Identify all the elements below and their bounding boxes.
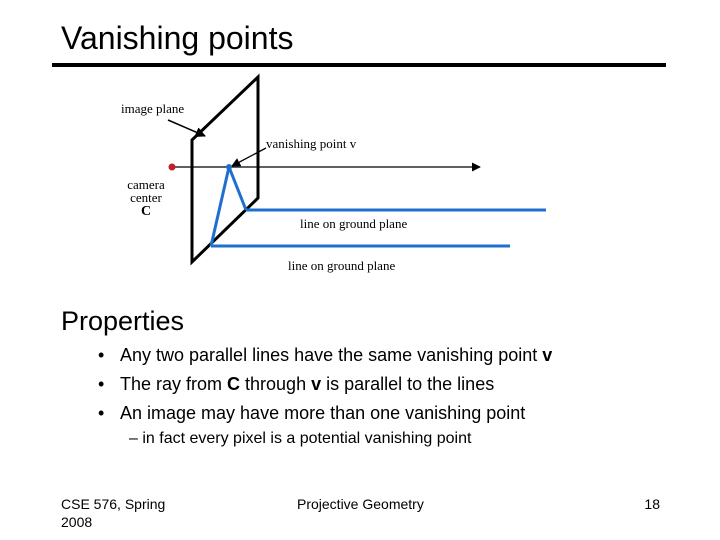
ground-line-label-2: line on ground plane [288, 258, 396, 273]
bullet-text: through [240, 374, 312, 394]
bullet-bold: C [227, 374, 241, 394]
footer-course: CSE 576, Spring 2008 [61, 495, 165, 531]
section-heading: Properties [61, 306, 185, 336]
slide-title: Vanishing points [61, 20, 294, 56]
footer-topic: Projective Geometry [297, 496, 424, 512]
projected-line-1 [209, 166, 231, 247]
bullet-icon: • [98, 403, 105, 423]
properties-list: • Any two parallel lines have the same v… [98, 343, 552, 430]
image-plane-label: image plane [121, 101, 185, 116]
sub-bullet: – in fact every pixel is a potential van… [129, 430, 472, 447]
footer-course-line2: 2008 [61, 514, 93, 530]
list-item: • An image may have more than one vanish… [98, 401, 552, 430]
camera-center-label: camera center C [118, 177, 174, 219]
bullet-bold: v [542, 345, 553, 365]
bullet-icon: • [98, 374, 105, 394]
vanishing-point-diagram [167, 73, 546, 266]
projected-line-2 [227, 166, 248, 211]
bullet-text: An image may have more than one vanishin… [120, 403, 526, 423]
bullet-bold: v [311, 374, 322, 394]
title-underline [52, 63, 666, 67]
bullet-text: The ray from [120, 374, 228, 394]
bullet-text: Any two parallel lines have the same van… [120, 345, 543, 365]
page-number: 18 [644, 496, 660, 512]
vanishing-point-label: vanishing point v [266, 136, 357, 151]
camera-center-symbol: C [140, 204, 152, 219]
ground-line-label-1: line on ground plane [300, 216, 408, 231]
list-item: • The ray from C through v is parallel t… [98, 372, 552, 401]
list-item: • Any two parallel lines have the same v… [98, 343, 552, 372]
bullet-text: is parallel to the lines [321, 374, 495, 394]
vanishing-point-pointer-arrow [231, 147, 267, 167]
camera-label-line1: camera [127, 177, 165, 192]
camera-label-line2: center [130, 190, 162, 205]
image-plane-pointer-arrow [167, 119, 206, 138]
bullet-icon: • [98, 345, 105, 365]
footer-course-line1: CSE 576, Spring [61, 496, 166, 512]
camera-center-dot [168, 163, 176, 171]
image-plane [190, 73, 260, 266]
